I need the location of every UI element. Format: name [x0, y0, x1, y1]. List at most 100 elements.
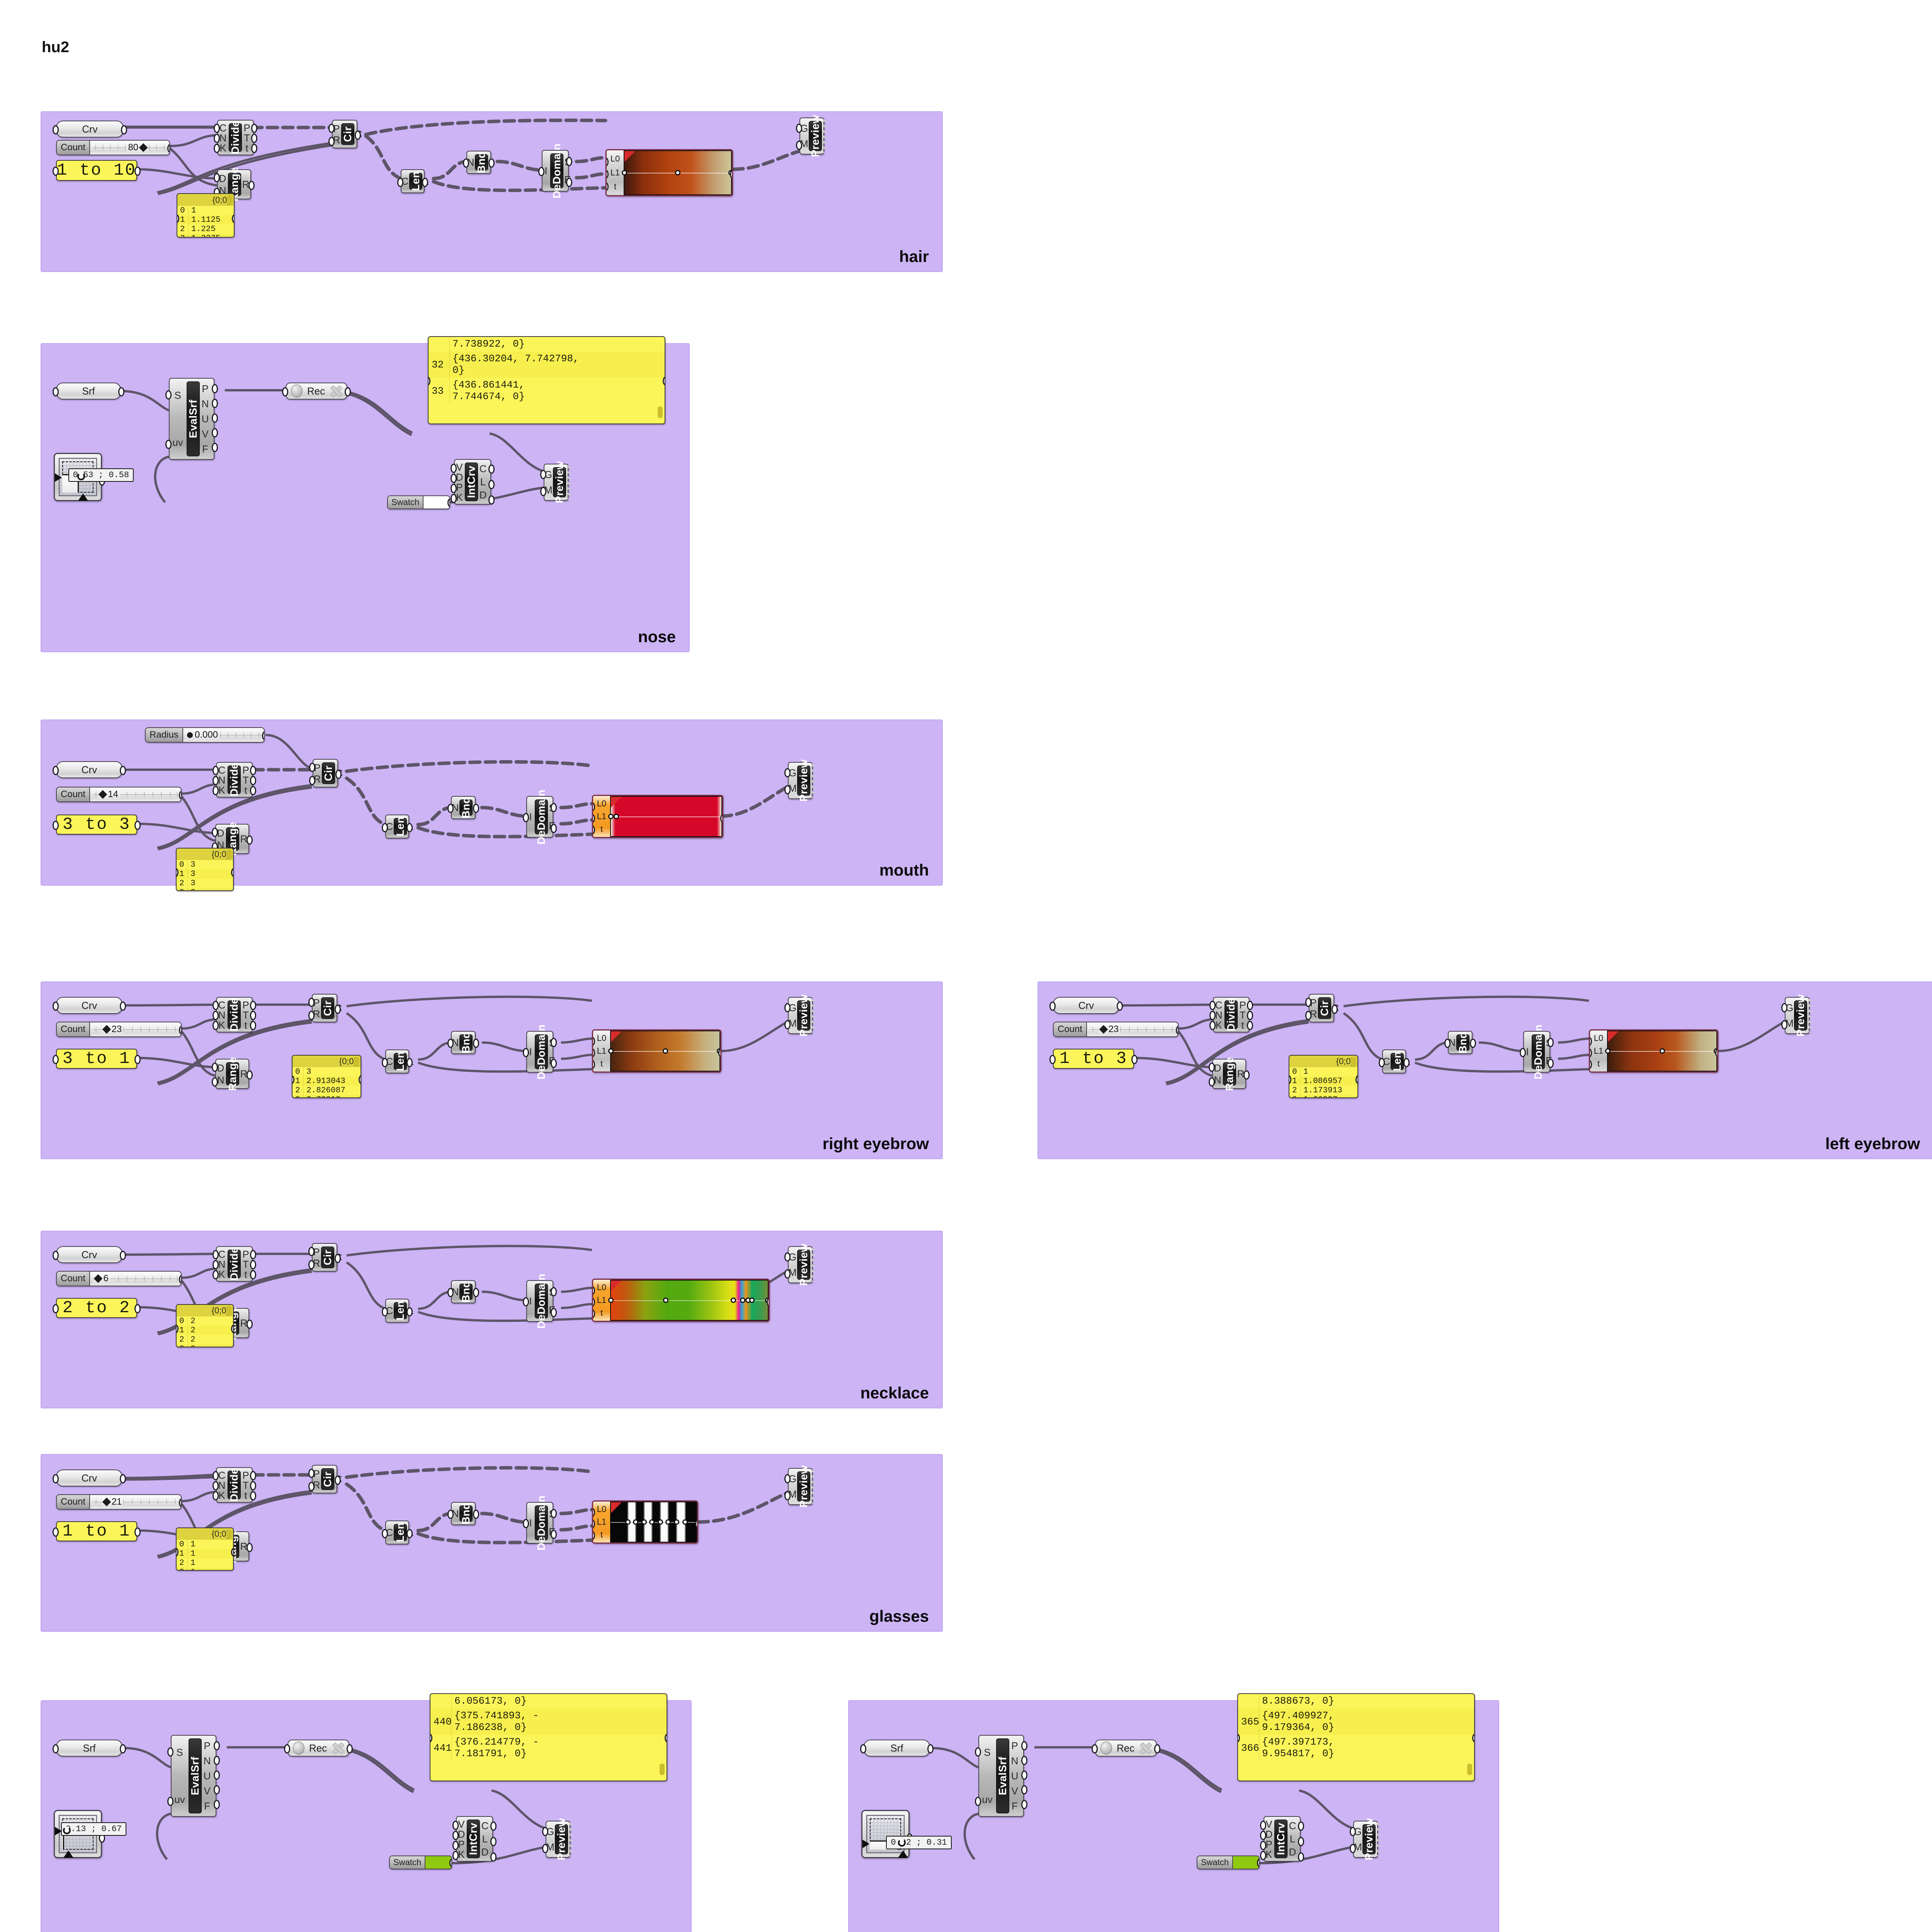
port-R[interactable]	[308, 1482, 315, 1491]
slider-value[interactable]: 80	[126, 142, 148, 153]
port-C[interactable]	[1298, 1821, 1304, 1831]
port-in[interactable]	[53, 1055, 59, 1064]
port-R[interactable]	[247, 1543, 253, 1552]
port-P[interactable]	[1247, 1001, 1253, 1010]
port-L[interactable]	[406, 1058, 413, 1067]
port-t[interactable]	[250, 1491, 256, 1500]
port-V[interactable]	[214, 1785, 220, 1794]
port-K[interactable]	[1209, 1021, 1216, 1030]
port-C[interactable]	[335, 1476, 341, 1485]
port-M[interactable]	[540, 487, 546, 496]
port-C[interactable]	[335, 1005, 341, 1014]
port-in[interactable]	[53, 125, 59, 134]
component-bnd[interactable]: N Bnd I	[447, 796, 479, 819]
component-dedomain[interactable]: I DeDomain SE	[523, 1024, 557, 1079]
port-L[interactable]	[1403, 1058, 1410, 1067]
port-T[interactable]	[250, 1481, 256, 1490]
crv-param[interactable]: Crv	[53, 1246, 126, 1263]
slider-handle-icon[interactable]	[102, 1497, 111, 1507]
color-swatch[interactable]: Swatch	[1197, 1855, 1260, 1869]
srf-param[interactable]: Srf	[860, 1740, 934, 1757]
port-R[interactable]	[247, 1320, 253, 1329]
port-t[interactable]	[251, 144, 257, 153]
slider-handle-icon[interactable]	[98, 790, 107, 799]
gradient-knob[interactable]	[608, 814, 614, 819]
port-uv[interactable]	[165, 440, 172, 449]
md-slider-pad[interactable]: 0.53 ; 0.58	[55, 458, 134, 501]
port-in[interactable]	[53, 1474, 59, 1483]
port-R[interactable]	[1243, 1070, 1250, 1080]
port-E[interactable]	[551, 1530, 557, 1539]
swatch-chip[interactable]	[423, 496, 449, 509]
gradient-knob[interactable]	[662, 1048, 668, 1054]
range-text-panel[interactable]: 1 to 1	[53, 1521, 141, 1541]
component-len[interactable]: C Len L	[382, 1520, 413, 1544]
port-I[interactable]	[1470, 1039, 1476, 1048]
slider-track[interactable]: 23	[1087, 1022, 1178, 1036]
port-in[interactable]	[53, 1744, 59, 1753]
port-out[interactable]	[120, 1744, 126, 1753]
port-N[interactable]	[447, 1510, 454, 1519]
port-I[interactable]	[523, 813, 529, 822]
component-dedomain[interactable]: I DeDomain SE	[1520, 1024, 1554, 1079]
port-out[interactable]	[1131, 1055, 1138, 1064]
port-M[interactable]	[784, 1020, 791, 1029]
port-t[interactable]	[1247, 1021, 1253, 1030]
component-bnd[interactable]: N Bnd I	[447, 1031, 479, 1054]
component-bnd[interactable]: N Bnd I	[447, 1280, 479, 1303]
port-G[interactable]	[796, 124, 802, 133]
count-slider[interactable]: Count 14	[56, 787, 182, 802]
port-out[interactable]	[347, 1744, 353, 1753]
port-N[interactable]	[212, 1077, 218, 1087]
component-cir[interactable]: PR Cir C	[1305, 994, 1339, 1022]
port-N[interactable]	[213, 776, 219, 785]
group-mouth[interactable]: Radius 0.000 Crv Count	[41, 719, 943, 891]
port-D[interactable]	[1260, 1831, 1266, 1840]
slider-handle-icon[interactable]	[102, 1025, 111, 1034]
port-G[interactable]	[540, 470, 546, 479]
port-in[interactable]	[53, 1527, 59, 1537]
slider-value[interactable]: 14	[98, 789, 120, 800]
count-slider[interactable]: Count 23	[56, 1022, 182, 1037]
slider-handle-icon[interactable]	[187, 732, 193, 738]
port-C[interactable]	[335, 1254, 341, 1263]
port-C[interactable]	[213, 1250, 219, 1259]
port-S[interactable]	[566, 157, 572, 166]
port-G[interactable]	[784, 1474, 791, 1483]
port-in[interactable]	[53, 167, 59, 176]
port-T[interactable]	[250, 776, 256, 785]
port-out[interactable]	[121, 125, 127, 134]
gradient-knob[interactable]	[649, 1519, 655, 1525]
port-P[interactable]	[1305, 998, 1311, 1007]
port-R[interactable]	[308, 1011, 315, 1020]
md-slider-handle[interactable]	[898, 1838, 906, 1847]
data-panel-points[interactable]: 6.056173, 0} 440 {375.741893, - 7.186238…	[430, 1693, 667, 1781]
component-cir[interactable]: PR Cir C	[308, 994, 342, 1022]
port-S[interactable]	[1548, 1038, 1554, 1047]
data-panel[interactable]: {0;0} 0 3 1 2.913043 2 2.826087 3 2.7391…	[292, 1055, 361, 1098]
port-R[interactable]	[328, 137, 335, 146]
port-S[interactable]	[165, 390, 172, 400]
port-P[interactable]	[451, 484, 457, 493]
port-out[interactable]	[1154, 1744, 1160, 1753]
port-in[interactable]	[860, 1744, 866, 1753]
port-D[interactable]	[452, 1831, 459, 1840]
port-M[interactable]	[796, 141, 802, 150]
slider-value[interactable]: 6	[94, 1273, 110, 1284]
port-C[interactable]	[1379, 1058, 1385, 1067]
port-T[interactable]	[1247, 1011, 1253, 1020]
md-slider-pad[interactable]: 0.13 ; 0.67	[55, 1815, 127, 1858]
port-I[interactable]	[523, 1519, 529, 1528]
component-cir[interactable]: PR Cir C	[328, 120, 362, 148]
component-len[interactable]: C Len L	[382, 815, 413, 838]
